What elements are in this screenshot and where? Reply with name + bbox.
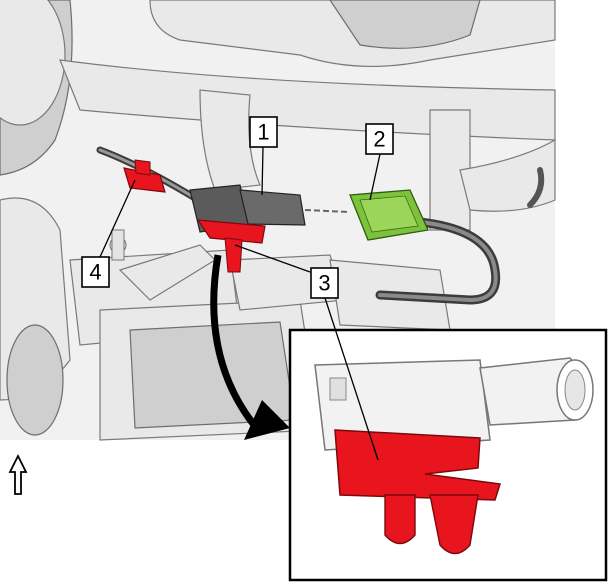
green-connector: [349, 189, 429, 241]
callout-1: 1: [249, 116, 278, 148]
red-clip-small: [123, 159, 166, 193]
callout-3: 3: [310, 267, 339, 299]
up-arrow-icon: [8, 453, 28, 495]
inset-red-clip: [334, 429, 501, 555]
detail-inset-panel: [288, 328, 608, 582]
detail-pointer-arrow: [210, 254, 290, 440]
callout-2-label: 2: [373, 127, 385, 152]
harness-connector: [189, 184, 351, 233]
leader-lines: [99, 146, 381, 461]
callout-4-label: 4: [89, 260, 101, 285]
callout-3-label: 3: [318, 271, 330, 296]
callout-1-label: 1: [257, 120, 269, 145]
callout-4: 4: [81, 256, 110, 288]
inset-connector: [314, 357, 594, 451]
callout-2: 2: [365, 123, 394, 155]
red-clip-harness-holder: [196, 219, 266, 273]
wiring-harness: [96, 146, 545, 305]
